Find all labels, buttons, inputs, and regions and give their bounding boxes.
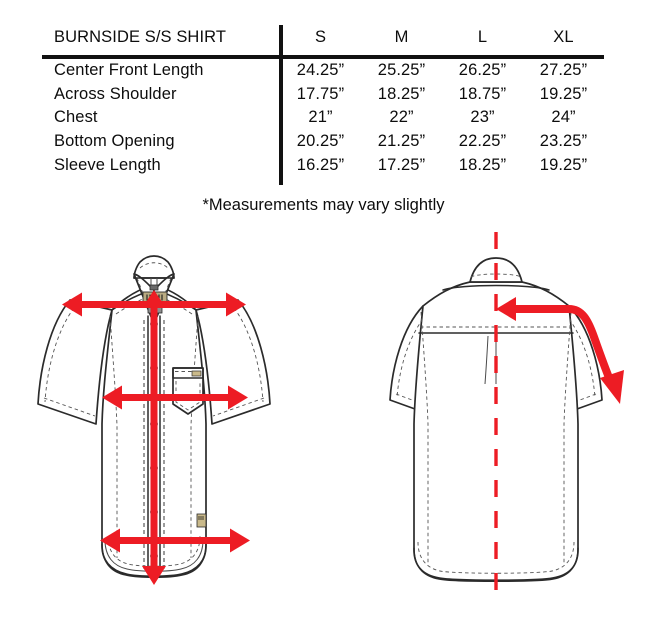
row-label-chest: Chest [54, 108, 98, 127]
table-row: Sleeve Length 16.25” 17.25” 18.25” 19.25… [42, 153, 604, 177]
arrow-left-icon [62, 292, 82, 317]
front-collar-stand-stitch [139, 262, 169, 269]
cell-chest-l: 23” [470, 108, 495, 127]
table-row: Center Front Length 24.25” 25.25” 26.25”… [42, 59, 604, 83]
table-header-row: BURNSIDE S/S SHIRT S M L XL [42, 22, 604, 55]
cell-bottom-opening-s: 20.25” [296, 132, 345, 151]
chest-shaft [122, 394, 228, 401]
arrow-down-right-icon [600, 370, 624, 404]
front-collar-stand [133, 255, 175, 279]
header-rule [42, 55, 604, 59]
cell-across-shoulder-s: 17.75” [296, 84, 345, 103]
front-right-sleeve-stitch [233, 307, 264, 403]
arrow-right-icon [226, 292, 246, 317]
table-row: Across Shoulder 17.75” 18.25” 18.75” 19.… [42, 83, 604, 107]
arrow-right-icon [228, 385, 248, 410]
table-row: Chest 21” 22” 23” 24” [42, 106, 604, 130]
front-pocket-flap [172, 367, 204, 379]
center-front-length-arrow [142, 290, 166, 585]
cell-across-shoulder-m: 18.25” [377, 84, 426, 103]
cell-sleeve-length-xl: 19.25” [539, 155, 588, 174]
arrow-left-icon [496, 297, 516, 321]
front-left-side-stitch [109, 315, 118, 558]
row-label-across-shoulder: Across Shoulder [54, 84, 177, 103]
side-hem-label-marks [198, 516, 204, 520]
pocket-tag [191, 370, 202, 377]
front-right-cuff-stitch [212, 397, 265, 417]
cell-bottom-opening-l: 22.25” [458, 132, 507, 151]
cell-center-front-length-l: 26.25” [458, 61, 507, 80]
back-collar-stitch [470, 273, 522, 278]
sleeve-length-shaft [516, 305, 616, 387]
cell-bottom-opening-xl: 23.25” [539, 132, 588, 151]
cell-sleeve-length-s: 16.25” [296, 155, 345, 174]
front-right-sleeve [195, 299, 271, 425]
cell-across-shoulder-xl: 19.25” [539, 84, 588, 103]
cell-center-front-length-xl: 27.25” [539, 61, 588, 80]
center-front-length-shaft [150, 308, 158, 566]
arrow-up-icon [142, 290, 166, 308]
column-header-s: S [314, 27, 327, 46]
back-left-side-stitch [420, 311, 429, 564]
cell-chest-m: 22” [389, 108, 414, 127]
row-label-bottom-opening: Bottom Opening [54, 132, 175, 151]
measurements-table: BURNSIDE S/S SHIRT S M L XL Center Front… [42, 22, 604, 177]
front-left-sleeve [37, 299, 113, 425]
bottom-opening-shaft [120, 537, 230, 544]
bottom-opening-arrow [100, 528, 250, 553]
cell-chest-s: 21” [308, 108, 333, 127]
cell-chest-xl: 24” [551, 108, 576, 127]
size-chart-table: BURNSIDE S/S SHIRT S M L XL Center Front… [0, 0, 647, 195]
back-shirt-illustration [389, 232, 624, 600]
cell-center-front-length-s: 24.25” [296, 61, 345, 80]
row-label-sleeve-length: Sleeve Length [54, 155, 161, 174]
back-neck-seam [442, 284, 550, 291]
side-hem-label [196, 513, 207, 528]
row-label-center-front-length: Center Front Length [54, 61, 204, 80]
back-right-side-stitch [563, 311, 572, 564]
cell-bottom-opening-m: 21.25” [377, 132, 426, 151]
footnote-text: *Measurements may vary slightly [202, 196, 445, 214]
cell-sleeve-length-l: 18.25” [458, 155, 507, 174]
table-vertical-divider [279, 25, 283, 185]
arrow-right-icon [230, 528, 250, 553]
front-left-cuff-stitch [43, 397, 96, 417]
cell-sleeve-length-m: 17.25” [377, 155, 426, 174]
arrow-left-icon [102, 385, 122, 410]
shirt-illustrations: .ol { fill:#ffffff; stroke:#2b2b2b; stro… [0, 228, 647, 629]
back-pleat-left [484, 335, 489, 385]
table-row: Bottom Opening 20.25” 21.25” 22.25” 23.2… [42, 130, 604, 154]
front-hem-stitch [107, 535, 201, 567]
chest-arrow [102, 385, 248, 410]
header-divider-line [42, 55, 604, 59]
front-left-sleeve-stitch [44, 307, 75, 403]
cell-center-front-length-m: 25.25” [377, 61, 426, 80]
column-header-l: L [477, 27, 488, 46]
column-header-m: M [394, 27, 409, 46]
cell-across-shoulder-l: 18.75” [458, 84, 507, 103]
front-shirt-illustration [37, 255, 271, 585]
arrow-down-icon [142, 566, 166, 585]
product-title: BURNSIDE S/S SHIRT [54, 27, 227, 46]
back-hem-stitch [417, 541, 575, 574]
front-neck-loop-tab [149, 284, 159, 291]
column-header-xl: XL [553, 27, 574, 46]
sleeve-length-arrow [496, 297, 624, 404]
arrow-left-icon [100, 528, 120, 553]
